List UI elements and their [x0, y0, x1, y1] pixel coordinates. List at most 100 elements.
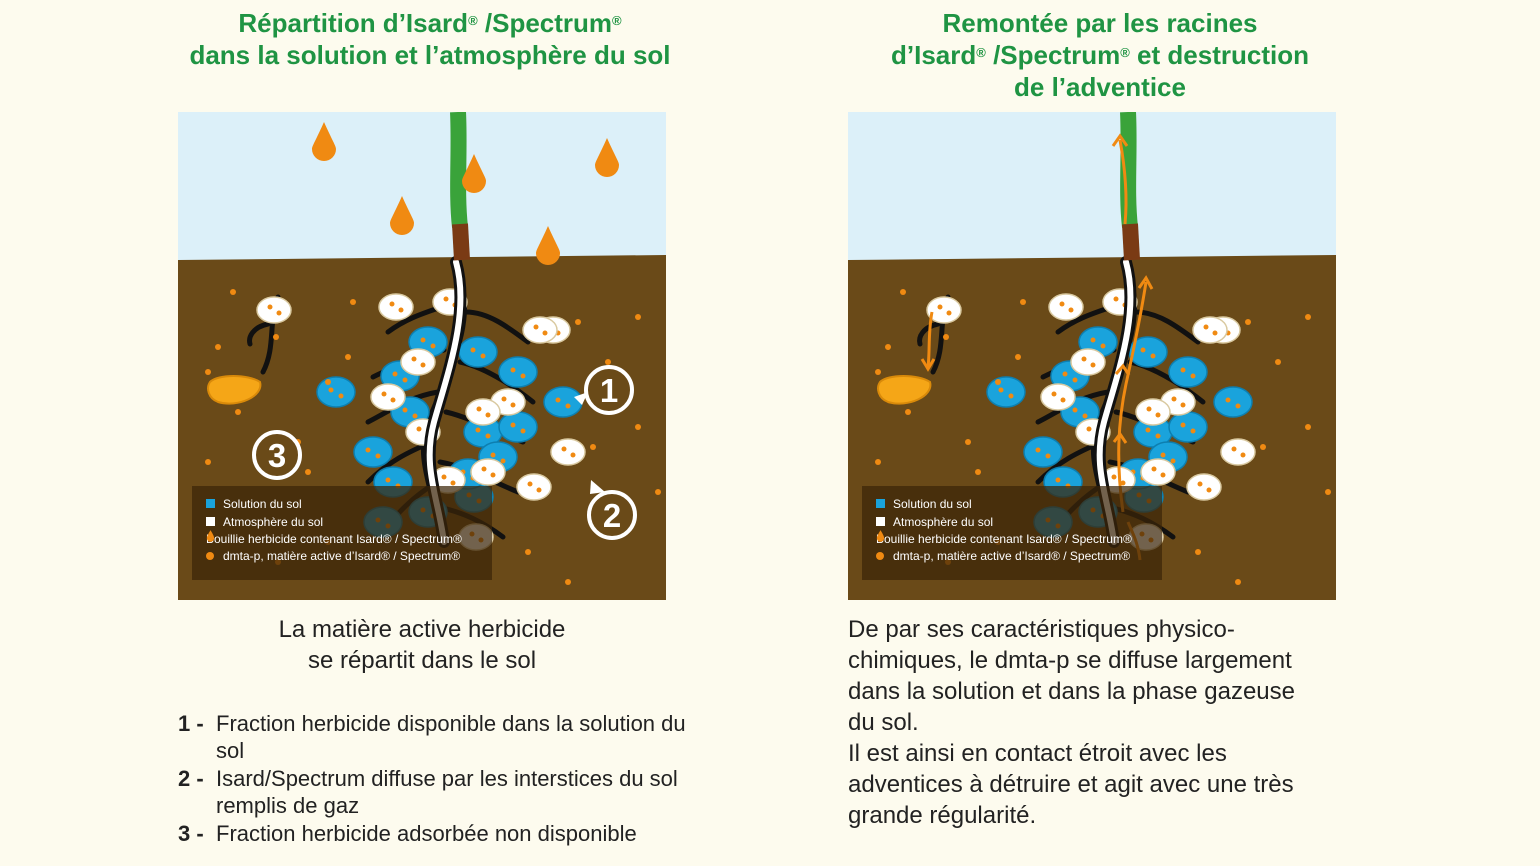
dmta-particle: [441, 474, 447, 480]
dmta-particle: [520, 428, 526, 434]
dmta-particle: [1180, 367, 1186, 373]
dmta-particle: [561, 446, 567, 452]
dmta-particle: [1062, 371, 1068, 377]
dmta-particle: [385, 477, 391, 483]
dmta-particle: [635, 424, 641, 430]
dmta-particle: [1160, 452, 1166, 458]
dmta-particle: [381, 391, 387, 397]
dmta-particle: [412, 413, 418, 419]
marker-circle-2: [587, 490, 637, 540]
dmta-particle: [565, 403, 571, 409]
dmta-particle: [510, 402, 516, 408]
dmta-particle: [1225, 397, 1231, 403]
weed-seed: [877, 375, 932, 405]
dmta-particle: [998, 387, 1004, 393]
description-line: Il est ainsi en contact étroit avec les: [848, 740, 1227, 767]
dmta-particle: [525, 549, 531, 555]
legend-item-soil-solution: Solution du sol: [206, 495, 302, 512]
dmta-particle: [411, 356, 417, 362]
dmta-particle: [345, 354, 351, 360]
dmta-particle: [1325, 489, 1331, 495]
arrow-head-icon: [1114, 363, 1131, 376]
soil-air-pocket: [465, 398, 501, 426]
orange-drop-icon: [206, 530, 215, 542]
dmta-particle: [430, 343, 436, 349]
description-line: De par ses caractéristiques physico-: [848, 616, 1235, 643]
stem-collar: [1122, 223, 1140, 261]
dmta-particle: [875, 459, 881, 465]
dmta-particle: [490, 472, 496, 478]
dmta-particle: [965, 439, 971, 445]
dmta-particle: [1072, 377, 1078, 383]
right-title-line3: de l’adventice: [1014, 72, 1186, 102]
dmta-particle: [490, 452, 496, 458]
description-line: du sol.: [848, 709, 919, 736]
marker-pointer-2: [590, 480, 605, 494]
dmta-particle: [365, 447, 371, 453]
dmta-particle: [1197, 481, 1203, 487]
dmta-particle: [1020, 299, 1026, 305]
dmta-particle: [1090, 362, 1096, 368]
legend: Solution du sol Atmosphère du sol Bouill…: [192, 486, 492, 580]
dmta-particle: [555, 397, 561, 403]
herbicide-drop-icon: [595, 138, 619, 177]
dmta-particle: [501, 396, 507, 402]
description-line: adventices à détruire et agit avec une t…: [848, 771, 1294, 798]
dmta-particle: [325, 379, 331, 385]
dmta-particle: [1145, 427, 1151, 433]
uptake-arrows: [920, 133, 1154, 561]
dmta-particle: [533, 324, 539, 330]
soil-air-pocket: [1186, 473, 1222, 501]
soil-diagram-left: 1 2 3 Solution du sol Atmosphère du sol …: [178, 112, 666, 600]
dmta-particle: [215, 344, 221, 350]
plant-stem: [450, 112, 468, 228]
dmta-particle: [1140, 347, 1146, 353]
dmta-particle: [1235, 403, 1241, 409]
dmta-particle: [937, 304, 943, 310]
dmta-particle: [402, 407, 408, 413]
dmta-particle: [1155, 433, 1161, 439]
dmta-particle: [1045, 453, 1051, 459]
white-square-icon: [876, 517, 885, 526]
dmta-particle: [500, 458, 506, 464]
dmta-particle: [338, 393, 344, 399]
dmta-particle: [1059, 301, 1065, 307]
legend-item-soil-solution: Solution du sol: [876, 495, 972, 512]
soil-air-pocket: [1135, 398, 1171, 426]
soil-water-pocket: [1023, 436, 1063, 468]
left-title-spectrum: /Spectrum: [477, 8, 613, 38]
registered-mark: ®: [1120, 45, 1130, 60]
dmta-particle: [1035, 447, 1041, 453]
right-description: De par ses caractéristiques physico- chi…: [848, 614, 1348, 831]
dmta-particle: [235, 409, 241, 415]
soil-water-pocket: [458, 336, 498, 368]
dmta-particle: [1212, 330, 1218, 336]
herbicide-drop-icon: [390, 196, 414, 235]
dmta-particle: [1245, 319, 1251, 325]
dmta-particle: [1180, 402, 1186, 408]
dmta-particle: [1060, 397, 1066, 403]
dmta-particle: [605, 359, 611, 365]
dmta-particle: [905, 409, 911, 415]
dmta-particle: [1160, 472, 1166, 478]
dmta-particle: [1171, 396, 1177, 402]
description-line: chimiques, le dmta-p se diffuse largemen…: [848, 647, 1292, 674]
dmta-particle: [475, 427, 481, 433]
dmta-particle: [1195, 549, 1201, 555]
marker-label-1: 1: [600, 372, 618, 409]
dmta-particle: [392, 371, 398, 377]
dmta-particle: [389, 301, 395, 307]
root-branch: [463, 309, 531, 345]
stem-collar: [452, 223, 470, 261]
registered-mark: ®: [468, 13, 478, 28]
dmta-particle: [1190, 428, 1196, 434]
dmta-particle: [1203, 324, 1209, 330]
soil-air-pocket: [1192, 316, 1228, 344]
soil-diagram-right: Solution du sol Atmosphère du sol Bouill…: [848, 112, 1336, 600]
soil-water-pocket: [1168, 356, 1208, 388]
dmta-particle: [520, 373, 526, 379]
soil-water-pocket: [498, 411, 538, 443]
soil-air-pocket: [522, 316, 558, 344]
soil-air-pocket: [1048, 293, 1084, 321]
left-title: Répartition d’Isard® /Spectrum® dans la …: [140, 7, 720, 71]
